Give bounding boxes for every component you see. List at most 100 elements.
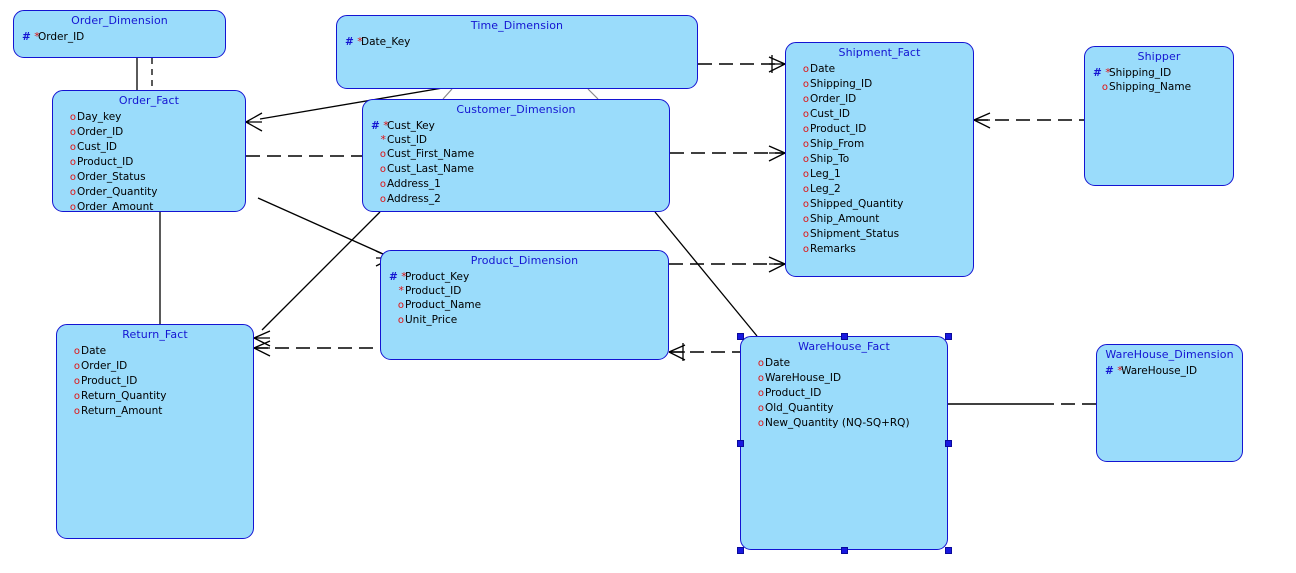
attribute-row[interactable]: # *Order_ID [22,30,225,44]
pk-marker: # * [371,119,389,132]
attribute-row[interactable]: oDate [794,62,973,77]
entity-product_dimension[interactable]: Product_Dimension # *Product_Key*Product_… [380,250,669,360]
attribute-row[interactable]: oCust_ID [61,140,245,155]
attribute-row[interactable]: oAddress_2 [371,192,669,207]
optional-marker: o [802,199,809,210]
attribute-row[interactable]: *Cust_ID [371,133,669,147]
attribute-name: Address_2 [387,193,441,205]
optional-marker: o [757,373,764,384]
attribute-name: Shipping_Name [1109,81,1192,93]
optional-marker: o [802,94,809,105]
entity-title-order_dimension: Order_Dimension [71,14,168,27]
attribute-row[interactable]: # *Date_Key [345,35,697,49]
attribute-name: Return_Quantity [81,390,167,402]
attribute-row[interactable]: oProduct_ID [61,155,245,170]
attribute-row[interactable]: oShipped_Quantity [794,197,973,212]
crowfoot-return-fact-customer [253,330,271,347]
selection-handle[interactable] [944,546,952,554]
attribute-row[interactable]: oDate [749,356,947,371]
selection-handle[interactable] [944,332,952,340]
attribute-row[interactable]: oCust_First_Name [371,147,669,162]
attribute-row[interactable]: oRemarks [794,242,973,257]
selection-handle[interactable] [736,439,744,447]
entity-warehouse_dimension[interactable]: WareHouse_Dimension# *WareHouse_ID [1096,344,1243,462]
optional-marker: o [69,157,76,168]
attribute-row[interactable]: # *Shipping_ID [1093,66,1233,80]
selection-handle[interactable] [944,439,952,447]
attribute-row[interactable]: # *Product_Key [389,270,668,284]
attribute-row[interactable]: oOld_Quantity [749,401,947,416]
entity-title-order_fact: Order_Fact [118,94,180,107]
attribute-name: Order_ID [81,360,128,372]
attribute-row[interactable]: oCust_Last_Name [371,162,669,177]
attribute-row[interactable]: oDate [65,344,253,359]
attribute-name: Cust_ID [810,108,851,120]
attribute-row[interactable]: oReturn_Amount [65,404,253,419]
optional-marker: o [802,64,809,75]
attribute-name: Product_ID [765,387,822,399]
attribute-name: Order_ID [38,31,85,43]
attribute-name: Product_Key [405,271,470,283]
attribute-row[interactable]: oAddress_1 [371,177,669,192]
crowfoot-return-fact-product [253,340,271,357]
optional-marker: o [802,244,809,255]
attribute-row[interactable]: oShip_Amount [794,212,973,227]
attribute-row[interactable]: oShip_To [794,152,973,167]
optional-marker: o [69,172,76,183]
attribute-row[interactable]: oShipping_ID [794,77,973,92]
attribute-row[interactable]: oProduct_Name [389,298,668,313]
selection-handle[interactable] [840,332,848,340]
attribute-name: WareHouse_ID [1121,365,1198,377]
attribute-row[interactable]: oShip_From [794,137,973,152]
attribute-name: Date [81,345,107,357]
attribute-row[interactable]: oReturn_Quantity [65,389,253,404]
required-marker: * [380,133,387,146]
attribute-row[interactable]: oShipping_Name [1093,80,1233,95]
entity-title-return_fact: Return_Fact [122,328,188,341]
attribute-row[interactable]: oOrder_ID [61,125,245,140]
attribute-row[interactable]: oWareHouse_ID [749,371,947,386]
attribute-row[interactable]: oProduct_ID [749,386,947,401]
attribute-row[interactable]: oLeg_2 [794,182,973,197]
attribute-row[interactable]: oOrder_Amount [61,200,245,211]
attribute-row[interactable]: oUnit_Price [389,313,668,328]
selection-handle[interactable] [840,546,848,554]
attribute-row[interactable]: oCust_ID [794,107,973,122]
attribute-row[interactable]: # *WareHouse_ID [1105,364,1242,378]
attribute-row[interactable]: # *Cust_Key [371,119,669,133]
selection-handle[interactable] [736,546,744,554]
attribute-name: WareHouse_ID [765,372,842,384]
attribute-row[interactable]: oNew_Quantity (NQ-SQ+RQ) [749,416,947,431]
crowfoot-shipment-fact-time [768,55,786,73]
attribute-name: Order_ID [810,93,857,105]
attribute-row[interactable]: oProduct_ID [65,374,253,389]
optional-marker: o [802,124,809,135]
selection-handle[interactable] [736,332,744,340]
attribute-row[interactable]: *Product_ID [389,284,668,298]
attribute-row[interactable]: oProduct_ID [794,122,973,137]
attribute-row[interactable]: oDay_key [61,110,245,125]
attribute-name: Order_ID [77,126,124,138]
attribute-row[interactable]: oOrder_Status [61,170,245,185]
entity-order_dimension[interactable]: Order_Dimension # *Order_ID [13,10,226,58]
attribute-row[interactable]: oLeg_1 [794,167,973,182]
attribute-row[interactable]: oOrder_ID [794,92,973,107]
attribute-row[interactable]: oShipment_Status [794,227,973,242]
entity-time_dimension[interactable]: Time_Dimension# *Date_Key [336,15,698,89]
attribute-name: Shipping_ID [810,78,873,90]
attribute-row[interactable]: oOrder_ID [65,359,253,374]
attribute-row[interactable]: oOrder_Quantity [61,185,245,200]
entity-title-product_dimension: Product_Dimension [470,254,579,267]
